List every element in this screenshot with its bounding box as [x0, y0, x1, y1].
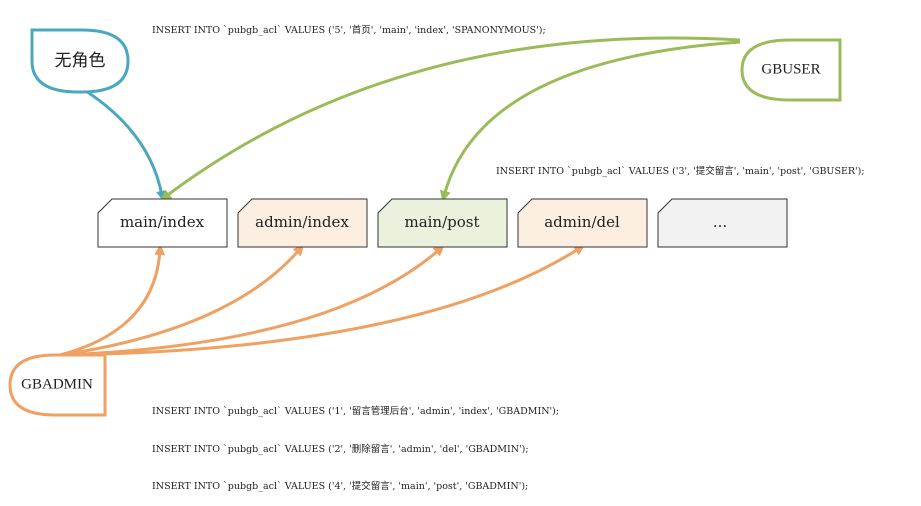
resource-more-label: ... — [713, 213, 727, 231]
resource-admin-del: admin/del — [517, 198, 648, 248]
resource-admin-del-label: admin/del — [544, 213, 620, 231]
connector-gbuser-main-index — [160, 36, 741, 201]
connector-gbuser-main-post — [439, 40, 741, 202]
connector-gbadmin-main-index — [59, 244, 166, 357]
sql-statement-gbadmin-2: INSERT INTO `pubgb_acl` VALUES ('2', '删除… — [152, 443, 529, 455]
connector-gbadmin-admin-index — [59, 244, 304, 357]
resource-main-post: main/post — [377, 198, 508, 248]
connector-gbadmin-admin-del — [59, 244, 586, 357]
resource-admin-index: admin/index — [237, 198, 368, 248]
sql-statements-gbadmin: INSERT INTO `pubgb_acl` VALUES ('1', '留言… — [152, 381, 559, 506]
connector-gbadmin-main-post — [59, 245, 445, 357]
sql-statement-anonymous: INSERT INTO `pubgb_acl` VALUES ('5', '首页… — [152, 25, 546, 36]
role-gbadmin-label: GBADMIN — [21, 376, 93, 392]
role-gbadmin: GBADMIN — [8, 353, 107, 417]
role-gbuser: GBUSER — [740, 38, 842, 102]
connector-anonymous-main-index — [77, 84, 167, 201]
role-gbuser-label: GBUSER — [761, 61, 820, 77]
sql-statement-gbadmin-1: INSERT INTO `pubgb_acl` VALUES ('1', '留言… — [152, 406, 560, 417]
resource-admin-index-label: admin/index — [255, 213, 349, 231]
acl-diagram: 无角色 GBUSER GBADMIN main/index admin/inde… — [8, 28, 842, 417]
role-anonymous: 无角色 — [30, 28, 130, 94]
resource-main-index: main/index — [97, 198, 228, 248]
resource-main-index-label: main/index — [120, 213, 205, 231]
sql-statement-gbuser: INSERT INTO `pubgb_acl` VALUES ('3', '提交… — [496, 166, 865, 177]
resource-more: ... — [657, 198, 788, 248]
role-anonymous-label: 无角色 — [55, 51, 106, 71]
resource-main-post-label: main/post — [404, 213, 479, 231]
sql-statement-gbadmin-3: INSERT INTO `pubgb_acl` VALUES ('4', '提交… — [152, 481, 529, 492]
